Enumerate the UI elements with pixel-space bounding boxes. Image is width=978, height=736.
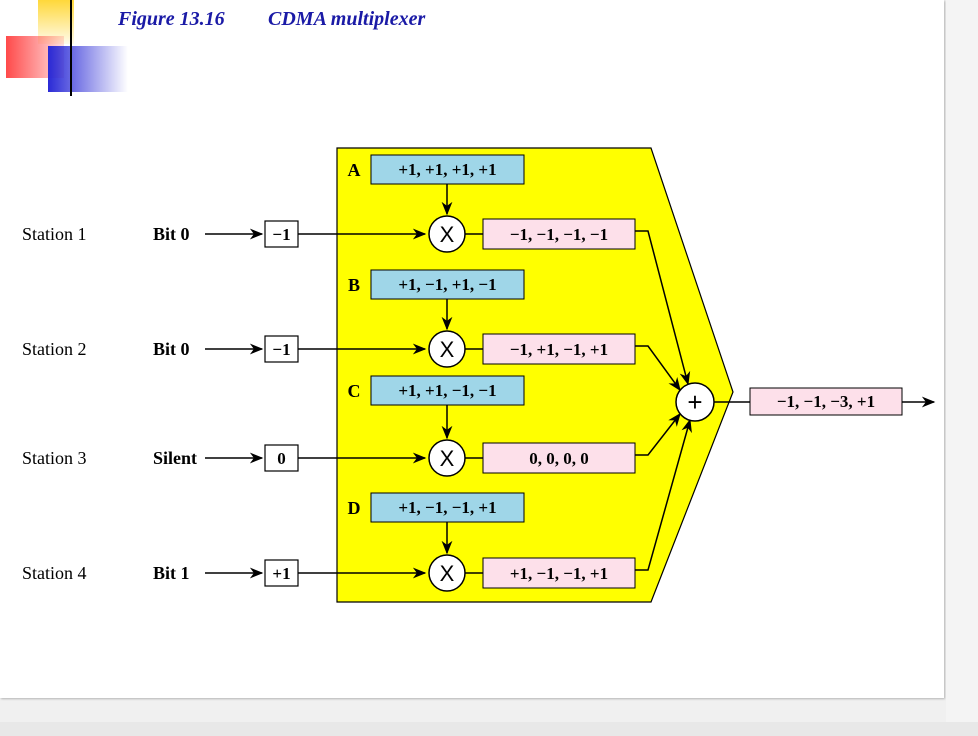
multiplexer-body bbox=[336, 147, 734, 603]
adder-symbol: + bbox=[687, 387, 702, 417]
station-label: Station 4 bbox=[22, 563, 87, 583]
station-label: Station 3 bbox=[22, 448, 87, 468]
data-value: −1 bbox=[272, 340, 290, 359]
station-label: Station 2 bbox=[22, 339, 87, 359]
code-box bbox=[370, 269, 525, 300]
code-box bbox=[370, 154, 525, 185]
station-input-label: Silent bbox=[153, 448, 197, 468]
status-bar bbox=[0, 722, 978, 736]
multiply-symbol: X bbox=[440, 446, 455, 471]
station-input-label: Bit 1 bbox=[153, 563, 190, 583]
data-value-box bbox=[264, 444, 299, 472]
product-box bbox=[482, 333, 636, 365]
data-value: +1 bbox=[272, 564, 290, 583]
sum-connector bbox=[635, 412, 681, 456]
multiply-symbol: X bbox=[440, 561, 455, 586]
data-value: −1 bbox=[272, 225, 290, 244]
station-input-label: Bit 0 bbox=[153, 224, 190, 244]
code-value: +1, −1, −1, +1 bbox=[398, 498, 496, 517]
multiply-symbol: X bbox=[440, 337, 455, 362]
product-value: −1, +1, −1, +1 bbox=[510, 340, 608, 359]
data-value: 0 bbox=[277, 449, 286, 468]
sum-connector bbox=[635, 345, 681, 392]
figure-caption: CDMA multiplexer bbox=[268, 8, 425, 30]
code-label: A bbox=[348, 160, 361, 180]
station-label: Station 1 bbox=[22, 224, 87, 244]
title-decoration bbox=[6, 0, 880, 96]
product-value: −1, −1, −1, −1 bbox=[510, 225, 608, 244]
code-box bbox=[370, 492, 525, 523]
data-value-box bbox=[264, 559, 299, 587]
figure-number: Figure 13.16 bbox=[117, 8, 225, 30]
multiply-symbol: X bbox=[440, 222, 455, 247]
code-value: +1, +1, +1, +1 bbox=[398, 160, 496, 179]
code-label: D bbox=[348, 498, 361, 518]
output-box bbox=[749, 387, 903, 416]
product-box bbox=[482, 218, 636, 250]
sum-connector bbox=[635, 230, 691, 386]
code-value: +1, +1, −1, −1 bbox=[398, 381, 496, 400]
code-label: C bbox=[348, 381, 361, 401]
product-value: 0, 0, 0, 0 bbox=[529, 449, 589, 468]
code-label: B bbox=[348, 275, 360, 295]
product-value: +1, −1, −1, +1 bbox=[510, 564, 608, 583]
scrollbar-track[interactable] bbox=[946, 0, 978, 722]
code-value: +1, −1, +1, −1 bbox=[398, 275, 496, 294]
code-box bbox=[370, 375, 525, 406]
product-box bbox=[482, 557, 636, 589]
product-box bbox=[482, 442, 636, 474]
sum-connector bbox=[635, 418, 692, 571]
output-value: −1, −1, −3, +1 bbox=[777, 392, 875, 411]
data-value-box bbox=[264, 335, 299, 363]
station-input-label: Bit 0 bbox=[153, 339, 190, 359]
